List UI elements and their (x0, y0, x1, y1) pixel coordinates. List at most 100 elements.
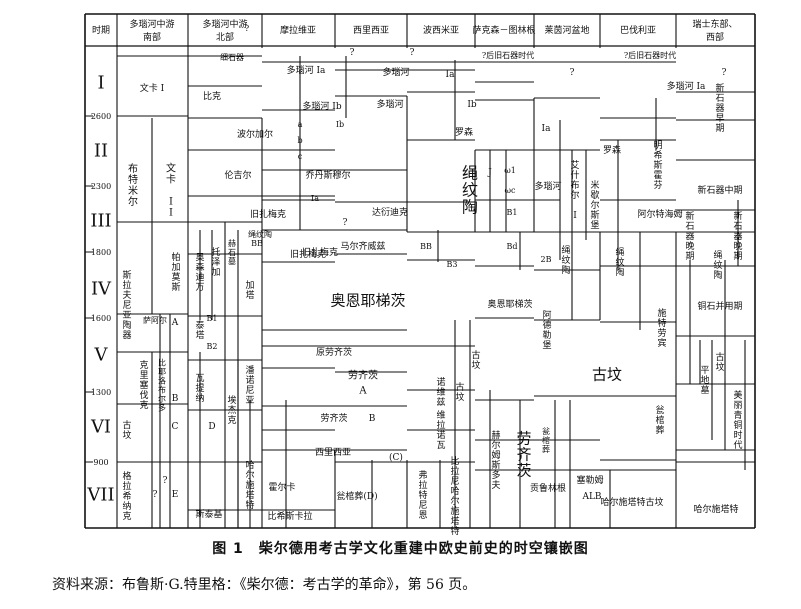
cell-label: 绳纹陶 (713, 249, 722, 281)
period-label: III (90, 210, 111, 231)
cell-label: 帕加莫斯 (171, 251, 180, 293)
cell-label: 劳齐茨 (348, 369, 378, 382)
column-header: 多瑙河中游 (129, 18, 174, 30)
date-label: 2600 (91, 112, 111, 121)
cell-label: 2B (541, 255, 552, 264)
cell-label: c (298, 152, 303, 161)
figure-source: 资料来源：布鲁斯·G.特里格：《柴尔德：考古学的革命》，第 56 页。 (52, 577, 477, 593)
cell-label: 瓮棺葬 (542, 426, 550, 454)
cell-label: 铜石并用期 (697, 300, 742, 312)
cell-label: 格拉希纳克 (122, 470, 131, 522)
cell-label: ? (153, 490, 158, 500)
cell-label: 贡鲁林根 (530, 482, 566, 494)
cell-label: 波尔加尔 (237, 128, 273, 140)
cell-label: E (172, 490, 179, 500)
date-label: 900 (93, 458, 108, 467)
cell-label: 劳齐茨 (320, 412, 347, 424)
cell-label: 乔丹斯穆尔 (305, 169, 350, 181)
cell-label: 罗森 (455, 126, 473, 138)
cell-label: 劳齐茨 (516, 429, 531, 479)
cell-label: 旧扎梅克 (290, 248, 326, 260)
period-label: II (94, 140, 108, 161)
period-label: I (97, 72, 104, 93)
date-label: 1300 (91, 388, 111, 397)
cell-label: 罗森 (603, 144, 621, 156)
cell-label: 阿尔特海姆 (637, 208, 682, 220)
cell-label: 加塔 (245, 280, 254, 301)
period-label: V (94, 344, 109, 365)
cell-label: 达衍迪克 (372, 206, 408, 218)
column-header: 瑞士东部、 (692, 18, 737, 30)
cell-label: 旧扎梅克 (250, 208, 286, 220)
period-label: VI (90, 416, 111, 437)
cell-label: 比希斯卡拉 (267, 510, 312, 522)
cell-label: B (172, 394, 179, 404)
cell-label: 平地墓 (700, 365, 709, 396)
cell-label: 哈尔施塔特古坟 (600, 496, 663, 508)
cell-label: Ib (336, 120, 344, 129)
cell-label: BB (251, 239, 263, 248)
cell-label: Bd (507, 242, 518, 251)
cell-label: ωc (504, 186, 516, 195)
cell-label: 古坟 (715, 351, 724, 373)
cell-label: 多瑙河 Ib (302, 100, 341, 112)
cell-label: Ia (311, 194, 319, 203)
cell-label: ? (343, 218, 348, 228)
cell-label: 明希斯霍芬 (653, 140, 662, 191)
cell-label: 新石器早期 (715, 82, 724, 134)
cell-label: 绳纹陶 (615, 246, 624, 278)
cell-label: 托泽加 (211, 246, 220, 278)
cell-label: 古坟 (455, 381, 464, 403)
cell-label: 奥恩耶梯茨 (330, 291, 405, 309)
cell-label: B3 (447, 260, 458, 269)
date-label: 1800 (91, 248, 111, 257)
cell-label: 多瑙河 Ia (667, 80, 706, 92)
cell-label: 细石器 (220, 52, 244, 62)
cell-label: 斯拉夫尼亚陶器 (122, 269, 131, 341)
cell-label: 原劳齐茨 (316, 346, 352, 358)
cell-label: 潘诺尼亚 (245, 364, 254, 406)
cell-label: 多瑙河 (534, 180, 561, 192)
cell-label: BB (420, 242, 432, 251)
cell-label: 阿德勒堡 (542, 310, 551, 351)
cell-label: 布特米尔 (128, 163, 138, 208)
cell-label: A (171, 318, 179, 328)
cell-label: 古坟 (122, 419, 131, 441)
figure-caption: 图 1 柴尔德用考古学文化重建中欧史前史的时空镶嵌图 (212, 541, 589, 557)
cell-label: 美丽青铜时代 (733, 389, 742, 451)
cell-label: A (358, 386, 367, 397)
cell-label: B1 (507, 208, 518, 217)
cell-label: 奥森迪万 (195, 251, 204, 293)
cell-label: 伦吉尔 (224, 169, 251, 181)
cell-label: 绳纹陶 (462, 164, 478, 217)
cell-label: Ib (467, 100, 477, 110)
cell-texts: 时期多瑙河中游南部多瑙河中游北部摩拉维亚西里西亚波西米亚萨克森－图林根莱茵河盆地… (86, 18, 742, 537)
cell-label: B (369, 414, 376, 424)
grid-lines (84, 13, 756, 529)
cell-label: ω1 (504, 166, 516, 175)
cell-label: 艾什布尔 I (570, 160, 579, 221)
cell-label: 瓮棺葬(D) (336, 490, 377, 502)
column-header: 北部 (216, 31, 234, 43)
cell-label: 比拉尼哈尔施塔特 (450, 455, 459, 537)
cell-label: D (208, 422, 215, 432)
column-header: 西里西亚 (353, 25, 389, 36)
cell-label: ? (570, 68, 575, 78)
cell-label: 多瑙河 (376, 98, 403, 110)
cell-label: 泰塔 (195, 319, 204, 341)
cell-label: ALB (581, 492, 601, 502)
cell-label: 新石器晚期 (685, 210, 694, 262)
cell-label: 绳纹陶 (561, 244, 570, 276)
column-header: 西部 (706, 31, 724, 43)
cell-label: ? (245, 24, 249, 33)
cell-label: B2 (207, 342, 218, 351)
cell-label: 赫石墓 (228, 239, 236, 266)
cell-label: 霍尔卡 (268, 481, 295, 493)
cell-label: J (487, 168, 492, 178)
cell-label: 西里西亚 (315, 447, 351, 458)
cell-label: B1 (207, 314, 218, 323)
cell-label: 比克 (203, 90, 221, 102)
cell-label: 古坟 (471, 349, 480, 371)
